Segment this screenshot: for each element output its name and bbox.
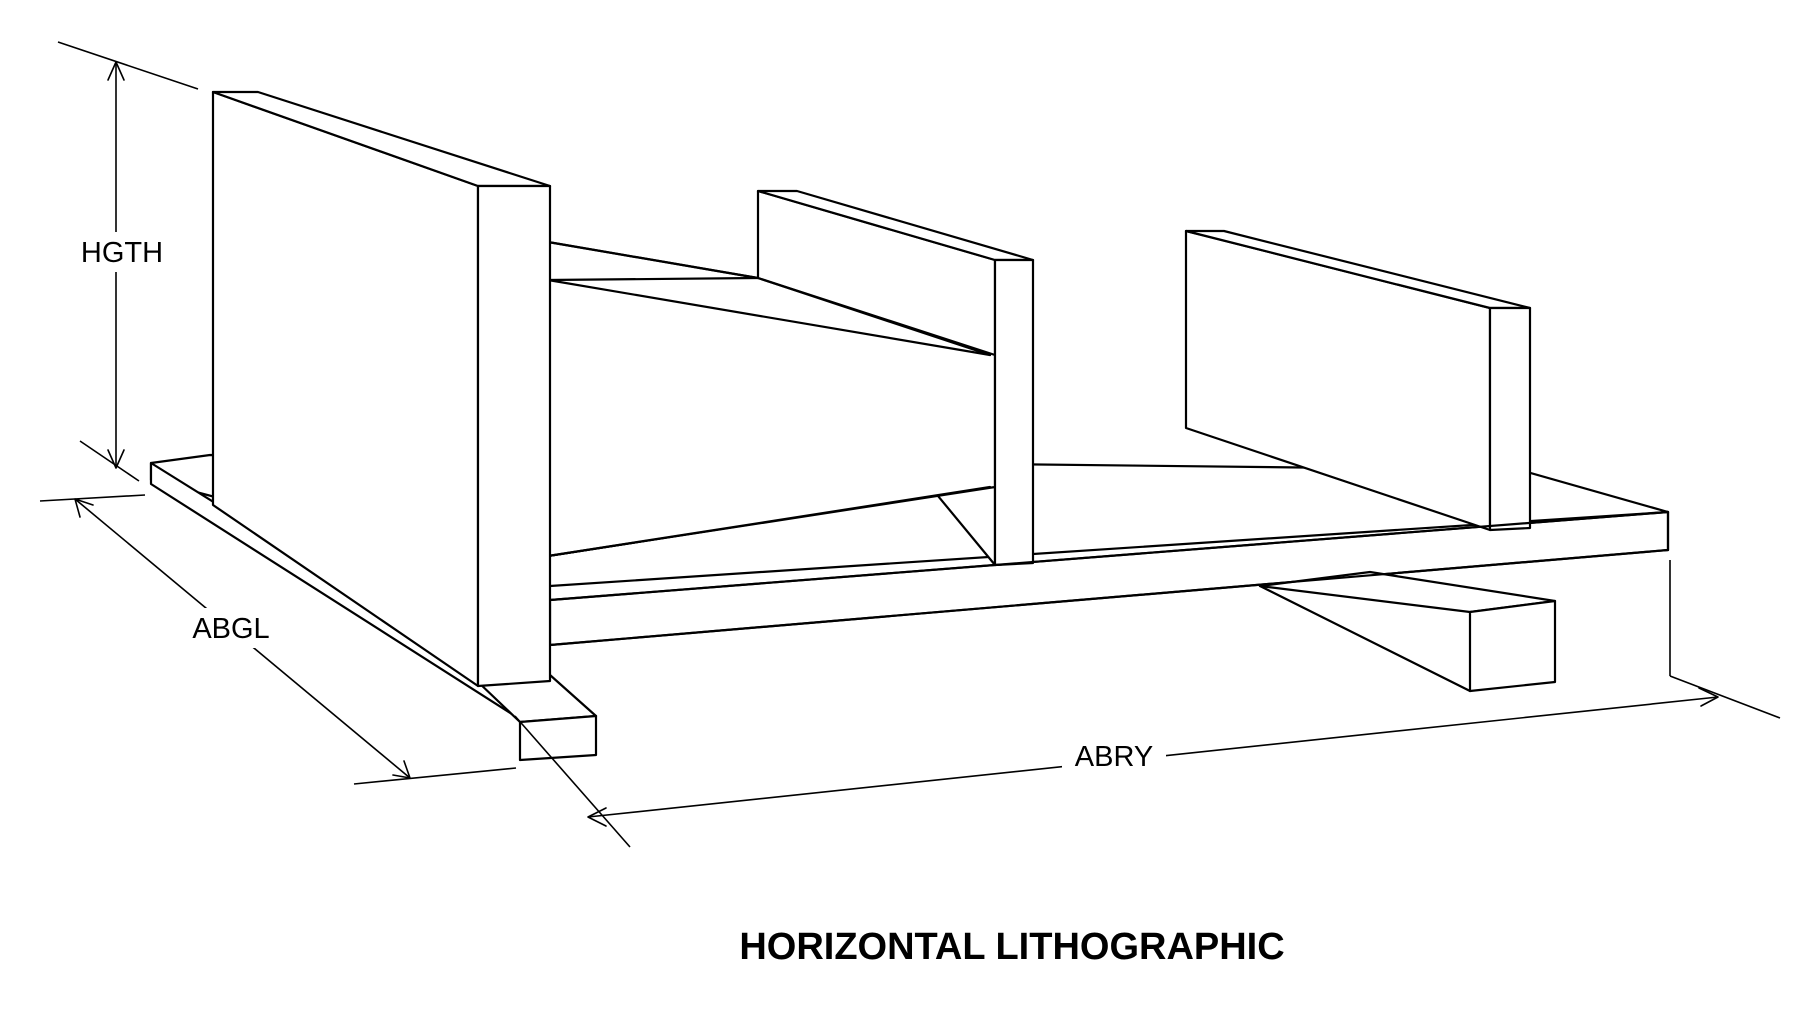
right-panel-end <box>1488 306 1532 532</box>
label-abgl: ABGL <box>192 613 269 645</box>
diagram-title: HORIZONTAL LITHOGRAPHIC <box>739 926 1284 968</box>
dimension-hgth: HGTH <box>57 41 199 482</box>
dimension-abry: ABRY <box>587 560 1781 827</box>
runner-front <box>475 673 598 762</box>
abgl-arrow-bottom <box>392 760 411 779</box>
deck-front-lines <box>548 510 1670 647</box>
label-abry: ABRY <box>1075 741 1153 773</box>
dimension-abgl: ABGL <box>39 494 631 848</box>
hgth-arrow-bottom <box>107 449 125 469</box>
right-panel <box>1184 229 1532 532</box>
left-panel <box>211 90 552 688</box>
runner-right <box>1258 570 1557 693</box>
left-panel-end <box>476 184 552 688</box>
hgth-arrow-top <box>107 61 125 81</box>
abgl-arrow-top <box>74 498 94 518</box>
middle-panel-end <box>993 258 1035 567</box>
middle-panel <box>546 189 1035 567</box>
abry-arrow-left <box>587 807 607 827</box>
runner-front-end <box>518 714 598 762</box>
abry-arrow-right <box>1698 687 1719 707</box>
label-hgth: HGTH <box>81 237 163 269</box>
runner-right-end <box>1468 599 1557 693</box>
